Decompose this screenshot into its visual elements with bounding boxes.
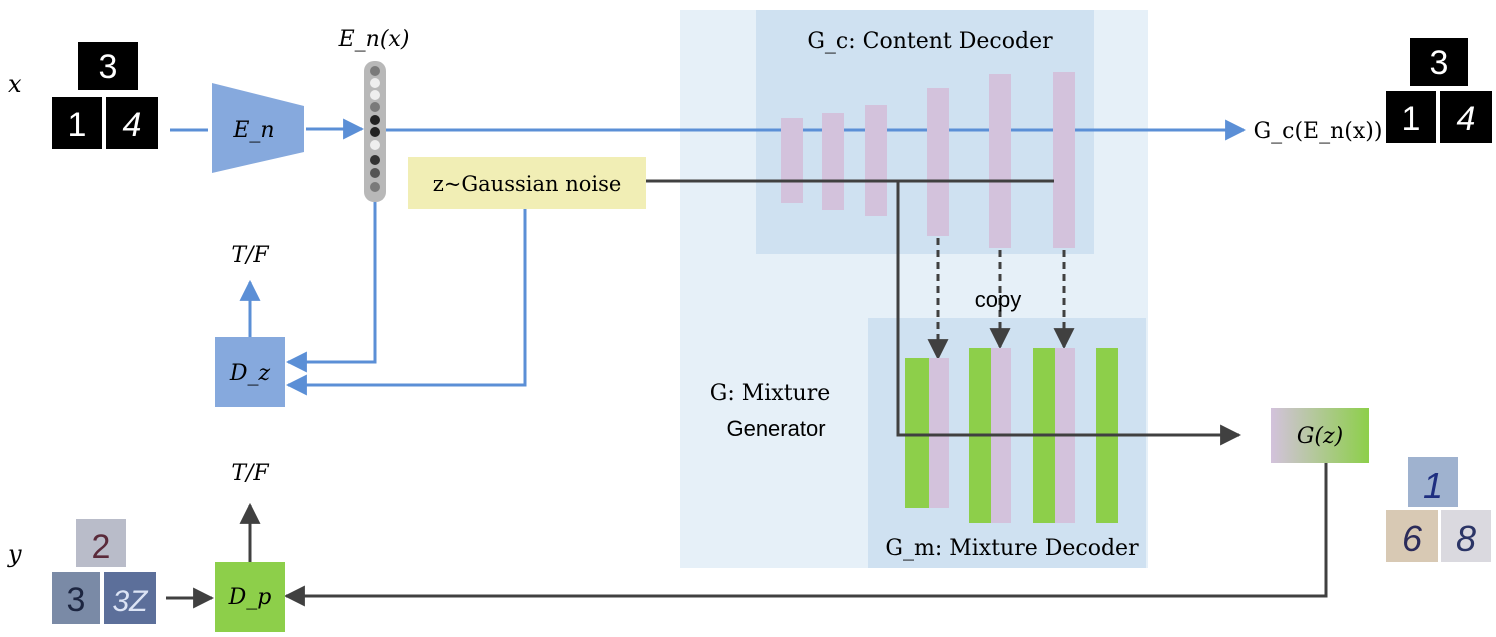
out-digit-bottom-right: 4 [1457,100,1476,138]
out-digit-image-top [1410,38,1468,86]
gz-digit-bottom-right: 8 [1456,518,1476,559]
encoder-label: E_n [232,118,274,143]
out-digit-image-bl [1386,91,1436,143]
latent-to-dz-arrow [285,202,377,373]
x-digit-image-br [106,97,158,149]
y-digit-top: 2 [92,528,111,566]
x-digit-top: 3 [99,48,118,86]
gz-digit-image-br [1441,510,1491,562]
mixture-generator-label-1: G: Mixture [710,381,831,406]
out-digit-image-br [1440,91,1492,143]
generated-to-pixel-disc-arrow [283,463,1328,607]
gz-digit-bottom-left: 6 [1402,518,1423,559]
noise-label: z~Gaussian noise [433,172,622,196]
noise-to-dz-arrow [285,209,527,396]
content-decoder-layers [781,72,1075,248]
gz-digit-top: 1 [1423,465,1443,506]
out-digit-bottom-left: 1 [1402,100,1421,138]
x-digit-bottom-right: 4 [123,106,142,144]
generated-output-label: G(z) [1297,424,1343,449]
mixture-generator-label-2: Generator [726,416,825,441]
pixel-discriminator-label: D_p [228,585,272,610]
y-digit-image-top [76,519,126,567]
tf-top-label: T/F [231,243,269,268]
copy-label: copy [975,287,1021,312]
x-label: x [8,70,22,98]
encoder-output-label: E_n(x) [338,27,410,52]
out-digit-top: 3 [1430,44,1449,82]
x-digit-image-top [78,42,138,90]
encoder-block [212,83,304,173]
y-digit-bottom-right: 3Z [112,585,149,618]
content-decoder-panel [756,10,1094,254]
mixture-decoder-label: G_m: Mixture Decoder [885,536,1139,561]
y-digit-image-br [104,572,156,624]
gz-digit-image-bl [1386,510,1438,562]
content-decoder-label: G_c: Content Decoder [807,29,1053,54]
x-digit-image-bl [52,97,102,149]
pixel-discriminator-box [215,562,285,632]
y-digit-image-bl [52,572,100,624]
noise-box [408,157,646,209]
latent-discriminator-box [215,337,285,407]
y-label: y [7,540,22,568]
latent-units [370,66,380,192]
x-digit-bottom-left: 1 [68,106,87,144]
latent-discriminator-label: D_z [229,361,271,386]
generated-output-box [1271,408,1369,463]
content-output-label: G_c(E_n(x)) [1254,119,1383,144]
gz-digit-image-top [1408,457,1458,507]
tf-bottom-label: T/F [231,461,269,486]
y-digit-bottom-left: 3 [67,581,86,619]
